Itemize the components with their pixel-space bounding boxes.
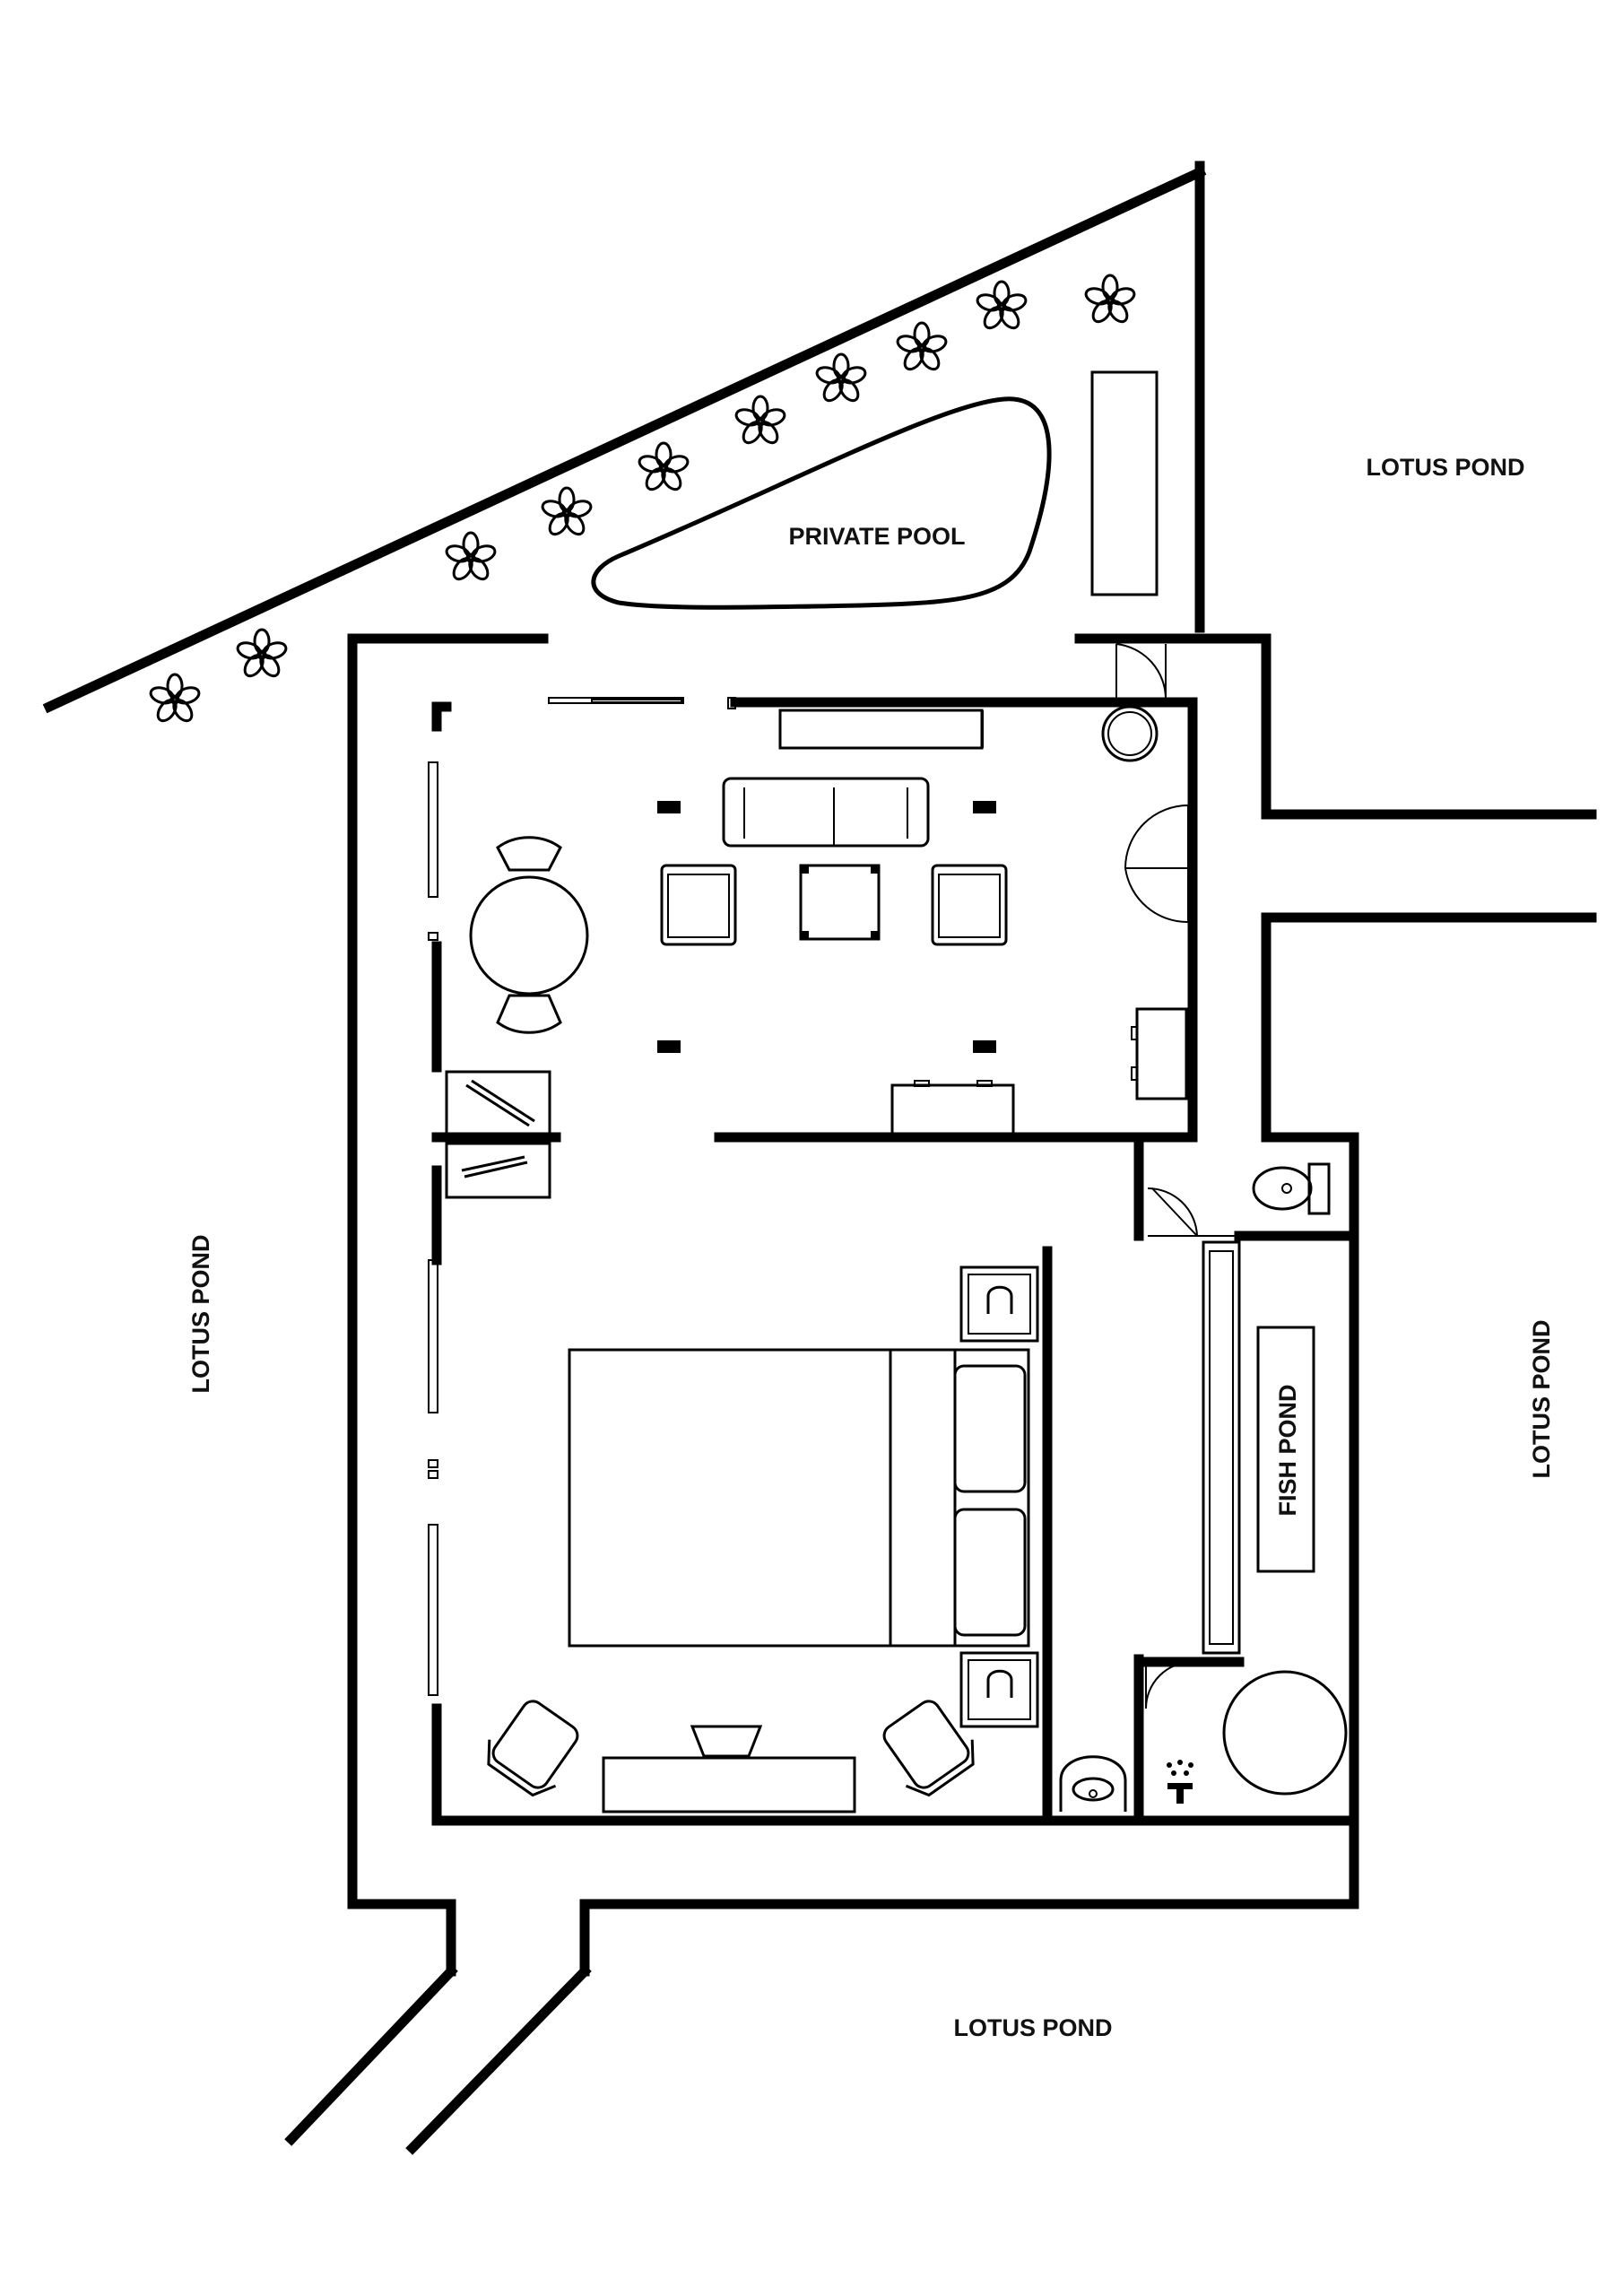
side-cabinet xyxy=(1135,1007,1188,1100)
tv-cabinet xyxy=(890,1083,1015,1139)
desk xyxy=(602,1756,856,1813)
pedestal-basin xyxy=(1101,705,1159,762)
exterior-walls xyxy=(347,633,1597,1977)
pillow xyxy=(953,1508,1027,1637)
private-pool-label: PRIVATE POOL xyxy=(788,523,965,550)
columns xyxy=(657,801,996,1053)
bedroom-furniture xyxy=(487,1265,1039,1813)
nightstand xyxy=(959,1651,1039,1728)
washbasin-icon xyxy=(1059,1755,1127,1812)
console-table xyxy=(778,709,984,750)
dining-table xyxy=(469,875,589,996)
shower-icon xyxy=(1167,1760,1193,1804)
coffee-table xyxy=(799,864,881,941)
flower-icon xyxy=(234,628,290,681)
lotus-pond-label-east: LOTUS POND xyxy=(1528,1319,1555,1478)
frangipani-plants xyxy=(149,274,1138,723)
desk-chair xyxy=(690,1725,763,1758)
flower-icon xyxy=(443,531,499,584)
bathtub xyxy=(1222,1670,1348,1796)
flower-icon xyxy=(539,486,595,539)
fish-pond-label: FISH POND xyxy=(1274,1384,1301,1516)
flower-icon xyxy=(636,441,691,494)
sofa xyxy=(722,777,930,848)
vanity-counter xyxy=(1202,1240,1241,1655)
lotus-pond-label-south: LOTUS POND xyxy=(953,2014,1112,2041)
lounge-chair xyxy=(487,1700,579,1797)
toilet-icon xyxy=(1252,1162,1331,1215)
living-furniture xyxy=(445,705,1188,1199)
bed xyxy=(568,1348,1030,1648)
lamp-icon xyxy=(986,1285,1013,1314)
flower-icon xyxy=(894,321,950,374)
wardrobe-lower xyxy=(445,1142,551,1199)
lounge-chair xyxy=(882,1700,975,1797)
lotus-pond-label-northeast: LOTUS POND xyxy=(1366,454,1524,481)
armchair xyxy=(931,864,1008,946)
flower-icon xyxy=(974,280,1029,333)
garden-boundary xyxy=(42,161,1207,714)
wardrobe-upper xyxy=(445,1070,551,1138)
private-pool xyxy=(591,396,1052,610)
flower-icon xyxy=(813,352,869,405)
sun-lounger xyxy=(1090,370,1159,596)
door-swings xyxy=(1115,643,1237,1709)
flower-icon xyxy=(149,673,201,723)
flower-icon xyxy=(733,395,788,448)
lotus-pond-label-west: LOTUS POND xyxy=(187,1234,214,1393)
sliding-windows xyxy=(428,697,736,1696)
dining-chair xyxy=(496,836,562,872)
lamp-icon xyxy=(986,1669,1013,1698)
flower-icon xyxy=(1082,274,1138,326)
fish-pond xyxy=(1256,1326,1315,1573)
armchair xyxy=(660,864,737,946)
nightstand xyxy=(959,1265,1039,1343)
bathroom: FISH POND xyxy=(1059,1162,1348,1812)
dining-chair xyxy=(496,994,562,1034)
pillow xyxy=(953,1364,1027,1493)
entrance-path xyxy=(284,1964,592,2155)
